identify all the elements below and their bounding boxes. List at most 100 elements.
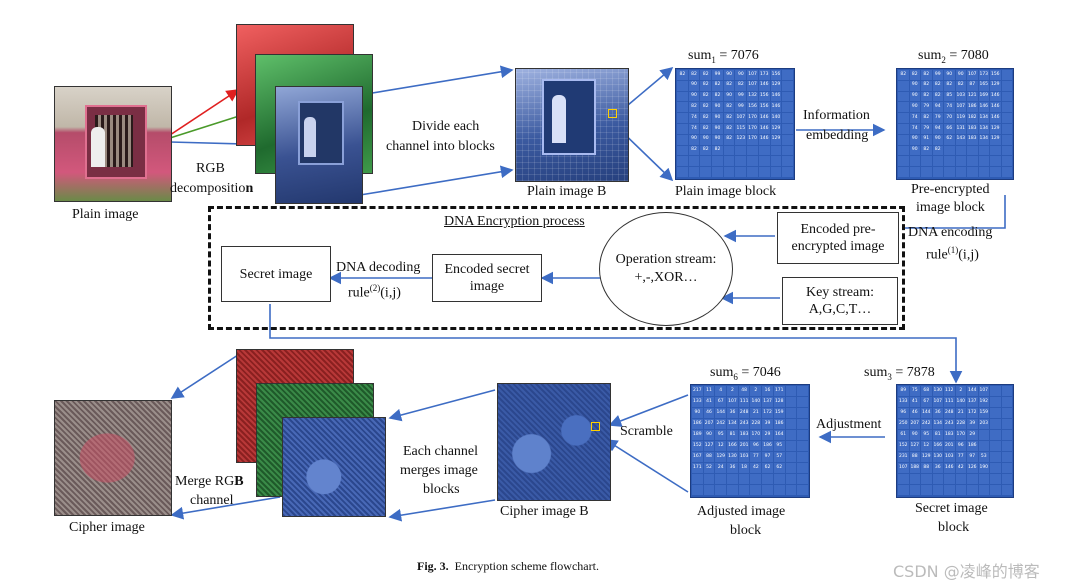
grid-cell: 90 <box>712 102 723 113</box>
grid-cell <box>898 474 909 484</box>
grid-cell <box>758 145 770 156</box>
arrow-to-cipher-bottom <box>170 496 281 520</box>
grid-cell <box>747 156 758 167</box>
grid-cell <box>1001 145 1012 156</box>
grid-cell: 88 <box>703 452 715 462</box>
grid-cell: 159 <box>773 408 785 418</box>
grid-cell: 90 <box>955 70 966 80</box>
grid-cell <box>677 134 688 145</box>
grid-cell <box>677 80 688 91</box>
grid-cell: 107 <box>967 70 978 80</box>
grid-cell: 207 <box>703 419 715 429</box>
grid-cell: 46 <box>703 408 715 418</box>
grid-cell <box>677 145 688 156</box>
grid-cell: 82 <box>921 70 932 80</box>
grid-cell <box>1001 102 1012 113</box>
grid-cell: 171 <box>773 386 785 396</box>
grid-cell: 82 <box>955 80 966 91</box>
grid-cell <box>967 474 978 484</box>
grid-cell: 186 <box>967 102 978 113</box>
grid-cell <box>944 145 955 156</box>
grid-cell <box>762 474 773 484</box>
grid-cell <box>1001 124 1012 134</box>
dna-decoding-label-2: rule(2)(i,j) <box>348 283 401 301</box>
grid-cell: 188 <box>909 463 920 473</box>
grid-cell <box>1001 441 1012 451</box>
grid-cell: 129 <box>770 80 782 91</box>
grid-cell: 130 <box>727 452 738 462</box>
adjusted-label-1: Adjusted image <box>697 504 786 519</box>
grid-cell <box>898 167 909 177</box>
grid-cell <box>735 156 747 167</box>
grid-cell: 103 <box>944 452 955 462</box>
grid-cell <box>782 124 793 134</box>
grid-cell: 132 <box>747 91 758 102</box>
grid-cell <box>944 485 955 495</box>
grid-cell: 169 <box>978 91 989 102</box>
grid-cell: 171 <box>692 463 703 473</box>
grid-cell <box>677 102 688 113</box>
blue-channel-image <box>275 86 363 204</box>
arrow-to-plain-b-bottom <box>359 165 514 196</box>
grid-cell: 144 <box>967 386 978 396</box>
grid-cell <box>797 397 808 407</box>
grid-cell: 36 <box>932 463 943 473</box>
grid-cell: 146 <box>770 91 782 102</box>
grid-cell <box>747 167 758 177</box>
grid-cell: 82 <box>677 70 688 80</box>
sum6-label: sum6 = 7046 <box>710 365 781 382</box>
grid-cell: 131 <box>955 124 966 134</box>
grid-cell <box>703 474 715 484</box>
grid-cell <box>990 463 1001 473</box>
info-embedding-label-1: Information <box>803 108 870 123</box>
grid-cell: 217 <box>692 386 703 396</box>
grid-cell: 99 <box>735 102 747 113</box>
grid-cell: 165 <box>978 80 989 91</box>
grid-cell: 129 <box>770 134 782 145</box>
grid-cell: 107 <box>932 397 943 407</box>
cipher-blue-channel <box>282 417 386 517</box>
grid-cell <box>1001 91 1012 102</box>
grid-cell <box>932 167 943 177</box>
grid-cell: 103 <box>955 91 966 102</box>
grid-cell: 250 <box>898 419 909 429</box>
grid-cell: 129 <box>770 124 782 134</box>
arrow-scramble-top <box>608 394 689 427</box>
grid-cell: 82 <box>944 80 955 91</box>
each-channel-label-3: blocks <box>423 482 460 497</box>
grid-cell <box>723 156 735 167</box>
grid-cell: 81 <box>932 430 943 440</box>
rgb-label-2: decomposition <box>170 181 254 196</box>
grid-cell <box>785 397 797 407</box>
divide-label-2: channel into blocks <box>386 139 495 154</box>
grid-cell: 90 <box>712 134 723 145</box>
grid-cell: 82 <box>921 145 932 156</box>
grid-cell <box>932 474 943 484</box>
grid-cell: 170 <box>750 430 762 440</box>
grid-cell: 156 <box>758 102 770 113</box>
grid-cell: 172 <box>967 408 978 418</box>
grid-cell: 172 <box>762 408 773 418</box>
grid-cell <box>782 167 793 177</box>
grid-cell: 140 <box>770 113 782 123</box>
grid-cell: 82 <box>688 102 700 113</box>
info-embedding-label-2: embedding <box>806 128 869 143</box>
grid-cell <box>978 167 989 177</box>
grid-cell: 90 <box>700 134 712 145</box>
grid-cell: 94 <box>932 102 943 113</box>
grid-cell <box>715 485 727 495</box>
grid-cell: 70 <box>944 113 955 123</box>
grid-cell: 107 <box>978 386 989 396</box>
grid-cell: 144 <box>715 408 727 418</box>
grid-cell: 112 <box>944 386 955 396</box>
grid-cell <box>1001 452 1012 462</box>
grid-cell: 207 <box>909 419 920 429</box>
secret-block-label-1: Secret image <box>915 501 988 516</box>
grid-cell: 201 <box>738 441 750 451</box>
arrow-scramble-bottom <box>604 439 689 493</box>
grid-cell <box>758 156 770 167</box>
plain-image-b-photo <box>515 68 629 182</box>
grid-cell <box>782 134 793 145</box>
